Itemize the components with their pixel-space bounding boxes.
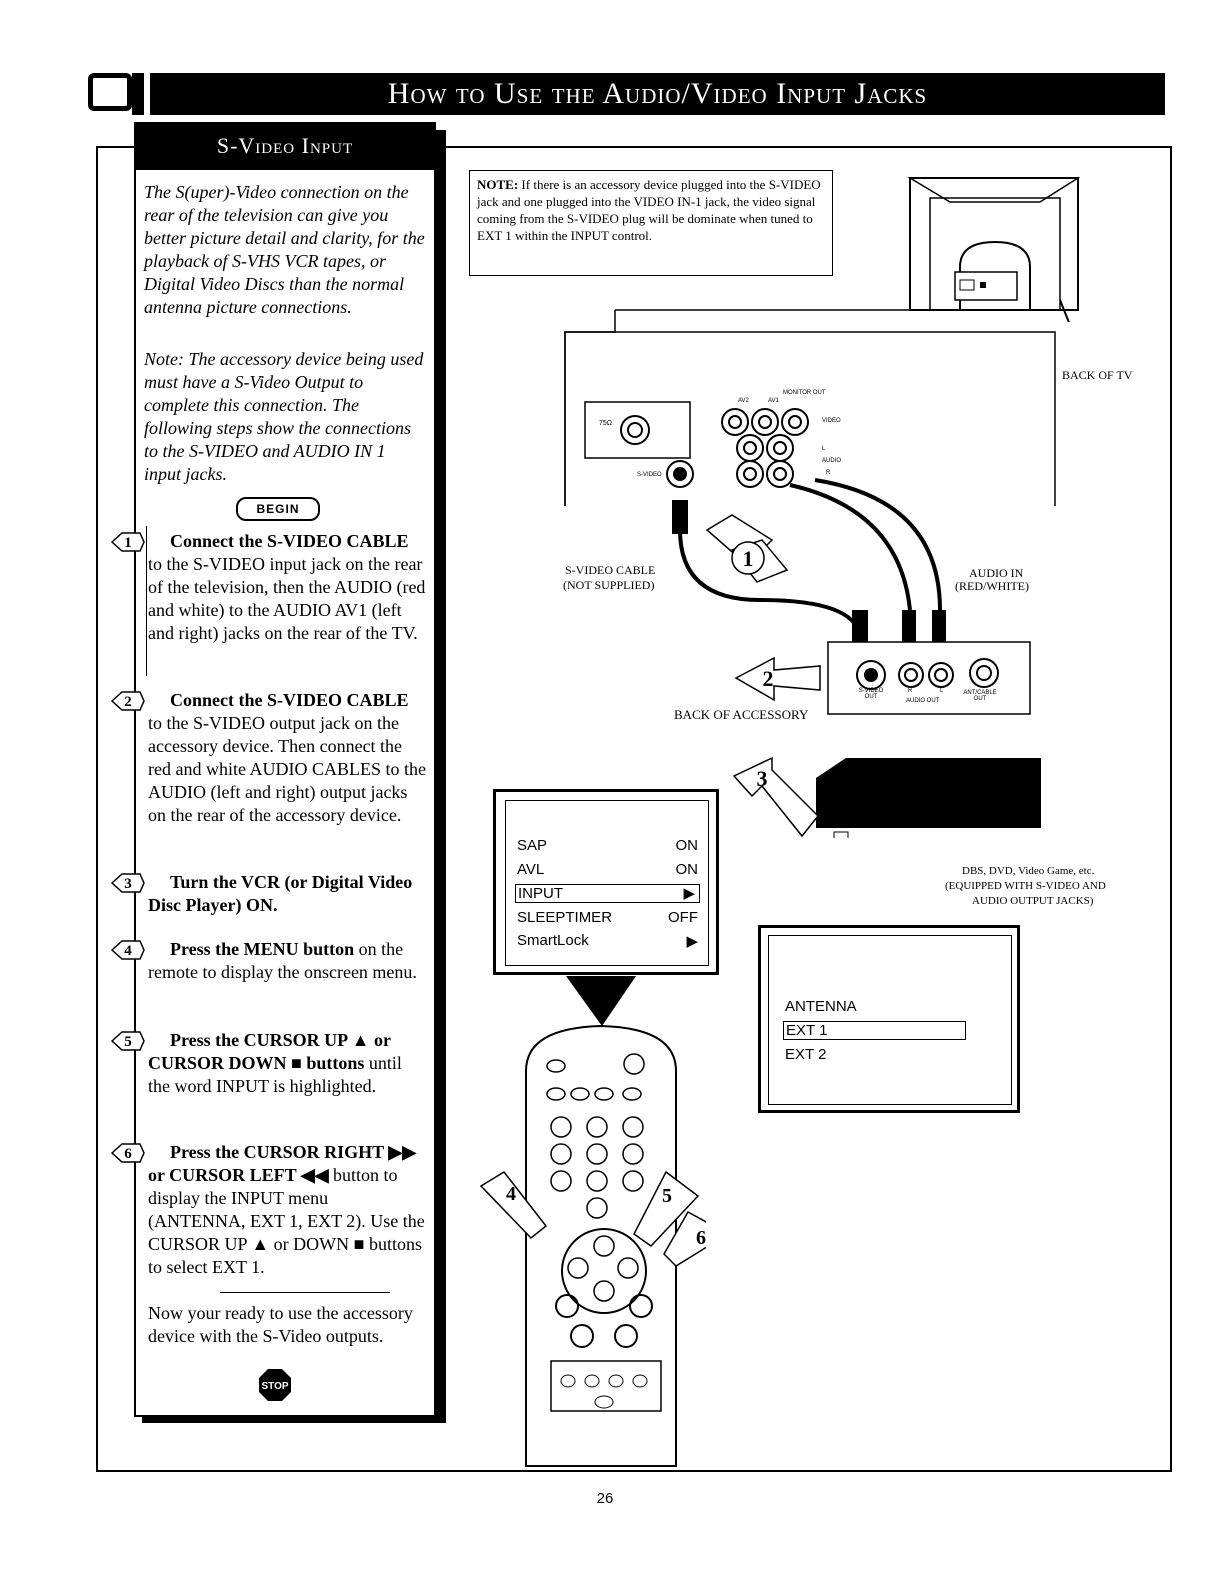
menu-row-input-selected[interactable]: INPUT▶	[515, 884, 700, 903]
stop-sign-icon: STOP	[259, 1369, 291, 1401]
frame-rule	[436, 146, 1172, 148]
input-option-antenna[interactable]: ANTENNA	[785, 998, 857, 1015]
audio-jack-label: AUDIO	[822, 458, 842, 464]
onscreen-menu	[493, 789, 719, 975]
svg-text:3: 3	[124, 876, 132, 892]
svideo-cable-label: S-VIDEO CABLE	[565, 563, 656, 577]
acc-r-label: R	[908, 688, 913, 694]
accessory-caption-2: (EQUIPPED WITH S-VIDEO AND	[945, 880, 1106, 892]
svideo-jack-label: S-VIDEO	[637, 472, 662, 478]
accessory-caption-1: DBS, DVD, Video Game, etc.	[962, 865, 1095, 877]
page-number: 26	[596, 1490, 614, 1507]
sidebar-panel	[134, 122, 436, 1417]
note-paragraph: Note: The accessory device being used mu…	[144, 349, 424, 484]
title-bar-edge	[132, 73, 144, 115]
step-3-callout-icon: 3	[732, 756, 820, 838]
svg-text:6: 6	[696, 1227, 706, 1249]
intro-paragraph: The S(uper)-Video connection on the rear…	[144, 182, 425, 317]
antenna-jack-label: 75Ω	[599, 420, 613, 427]
svg-text:5: 5	[124, 1034, 132, 1050]
step-number-icon: 3	[110, 873, 145, 893]
cables	[672, 478, 946, 646]
onscreen-menu-screen	[505, 800, 709, 966]
sidebar-shadow	[436, 130, 446, 1422]
step-number-icon: 6	[110, 1143, 145, 1163]
step-2-text: Connect the S-VIDEO CABLE to the S-VIDEO…	[148, 690, 426, 825]
input-option-ext1-selected[interactable]: EXT 1	[783, 1021, 966, 1040]
l-jack-label: L	[822, 446, 826, 452]
not-supplied-label: (NOT SUPPLIED)	[563, 578, 655, 592]
step-1-text: Connect the S-VIDEO CABLE to the S-VIDEO…	[148, 531, 426, 643]
sidebar-heading: S-Video Input	[134, 122, 436, 170]
content-frame	[96, 148, 1172, 1472]
accessory-caption-3: AUDIO OUTPUT JACKS)	[972, 895, 1094, 907]
antcable-out-label: ANT/CABLE OUT	[963, 690, 997, 702]
step-number-icon: 5	[110, 1031, 145, 1051]
closing-text: Now your ready to use the accessory devi…	[148, 1303, 413, 1346]
av1-label: AV1	[768, 398, 779, 404]
tv-back-icon	[907, 177, 1080, 322]
svg-text:2: 2	[763, 666, 774, 691]
step-3-text: Turn the VCR (or Digital Video Disc Play…	[148, 872, 413, 915]
svg-text:5: 5	[662, 1185, 672, 1207]
back-of-tv-label: BACK OF TV	[1062, 368, 1133, 382]
audio-out-label: AUDIO OUT	[906, 698, 940, 704]
remote-control-icon: 4 5 6	[479, 976, 706, 1467]
step-number-icon: 2	[110, 691, 145, 711]
svg-text:4: 4	[124, 943, 132, 959]
svg-text:1: 1	[743, 546, 754, 571]
svg-text:4: 4	[506, 1183, 516, 1205]
sidebar-shadow	[142, 1417, 446, 1423]
svideo-out-label: S-VIDEO OUT	[858, 688, 884, 700]
video-jack-label: VIDEO	[822, 418, 841, 424]
monitor-out-label: MONITOR OUT	[783, 390, 826, 396]
step-2-callout-icon: 2	[734, 656, 821, 702]
acc-l-label: L	[940, 688, 944, 694]
r-jack-label: R	[826, 470, 831, 476]
av2-label: AV2	[738, 398, 749, 404]
red-white-label: (RED/WHITE)	[955, 579, 1029, 593]
svg-text:STOP: STOP	[261, 1381, 288, 1392]
accessory-device-icon	[816, 758, 1041, 838]
input-menu-screen	[768, 935, 1012, 1105]
svg-text:6: 6	[124, 1146, 132, 1162]
step-4-text: Press the MENU button on the remote to d…	[148, 939, 417, 982]
menu-row[interactable]: SmartLock▶	[517, 932, 698, 950]
step-number-icon: 4	[110, 940, 145, 960]
back-of-accessory-label: BACK OF ACCESSORY	[674, 707, 809, 722]
accessory-back-panel	[827, 641, 1031, 715]
svg-text:1: 1	[124, 535, 132, 551]
input-option-ext2[interactable]: EXT 2	[785, 1046, 827, 1063]
audio-in-label: AUDIO IN	[969, 566, 1024, 580]
tv-back-panel	[564, 309, 1056, 506]
svg-text:3: 3	[757, 766, 768, 791]
title-icon-box	[88, 73, 132, 111]
step-6-text: Press the CURSOR RIGHT ▶▶ or CURSOR LEFT…	[148, 1142, 425, 1277]
divider	[220, 1292, 390, 1293]
page-title: How to Use the Audio/Video Input Jacks	[150, 73, 1165, 115]
svg-text:2: 2	[124, 694, 132, 710]
note-box: NOTE: If there is an accessory device pl…	[469, 170, 833, 276]
step-5-text: Press the CURSOR UP ▲ or CURSOR DOWN ■ b…	[148, 1030, 402, 1096]
step-number-icon: 1	[110, 532, 145, 552]
step-1-callout-icon: 1	[705, 514, 789, 583]
begin-badge: BEGIN	[236, 497, 320, 521]
frame-rule	[96, 146, 134, 148]
input-menu	[758, 925, 1020, 1113]
step-rule	[146, 526, 163, 676]
